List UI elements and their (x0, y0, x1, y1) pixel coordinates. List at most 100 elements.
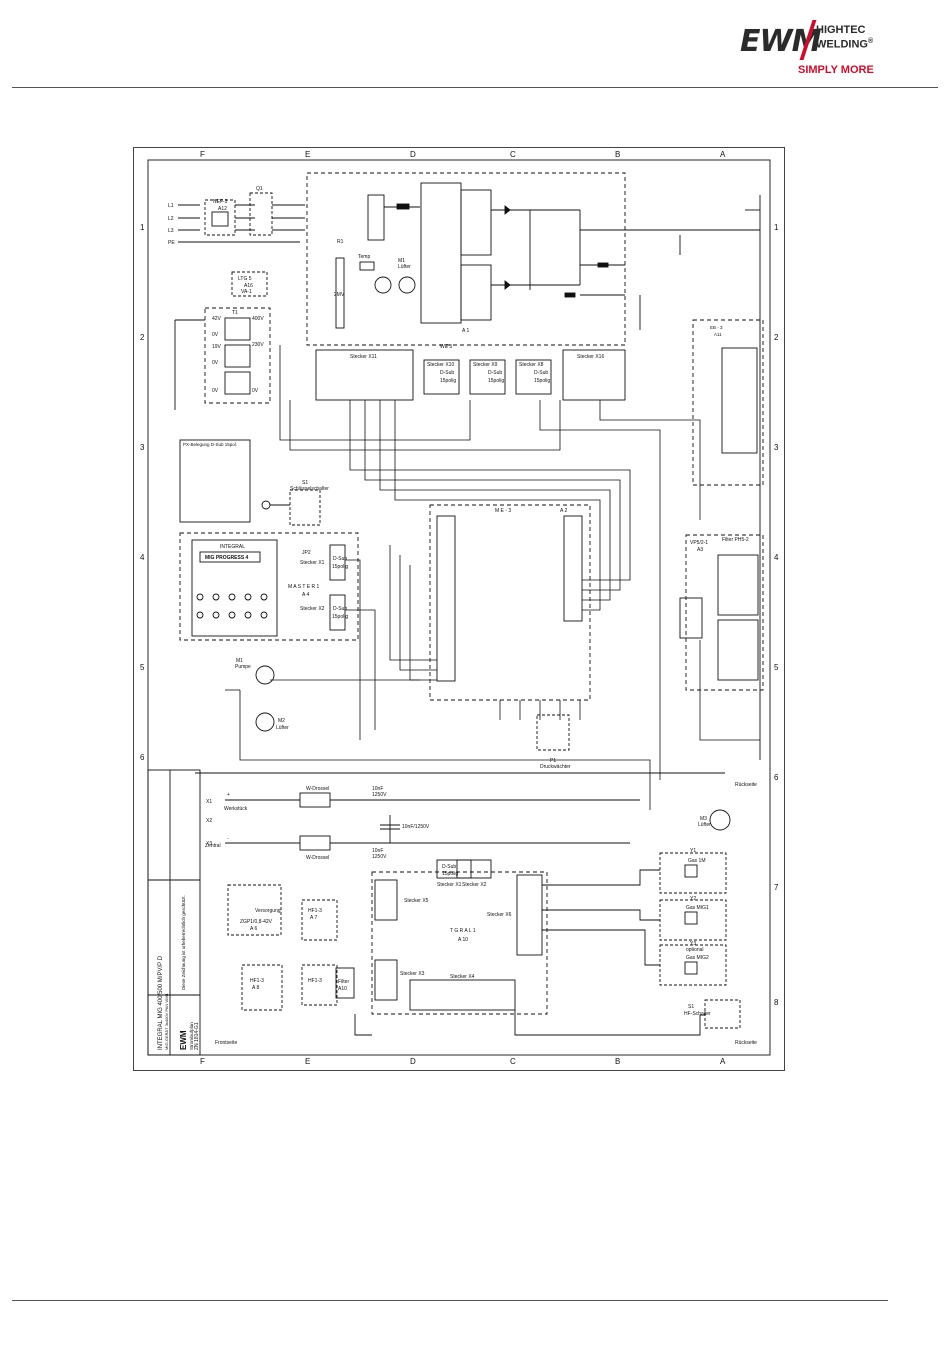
svg-text:INTEGRAL MIG 400/500 M/PV/P D: INTEGRAL MIG 400/500 M/PV/P D (158, 955, 164, 1050)
svg-text:Lüfter: Lüfter (698, 822, 711, 828)
svg-text:T1: T1 (232, 310, 238, 316)
svg-text:15polig: 15polig (442, 871, 458, 877)
hf-a9: HF1-3 (301, 964, 338, 1006)
svg-text:Stecker X6: Stecker X6 (487, 912, 512, 918)
svg-text:L2: L2 (168, 216, 174, 222)
svg-text:NEF-3: NEF-3 (213, 199, 228, 205)
svg-text:15polig: 15polig (332, 564, 348, 570)
svg-text:X1: X1 (206, 799, 212, 805)
svg-text:3: 3 (140, 443, 145, 452)
svg-text:Stecker X5: Stecker X5 (404, 898, 429, 904)
module-vp5-a3: VP5/2-1 A3 Filter PH5-2 (679, 534, 764, 691)
svg-text:D-Sub: D-Sub (488, 370, 502, 376)
svg-text:A16: A16 (244, 283, 253, 289)
filter-a10: Filter A10 (335, 967, 355, 999)
svg-text:Werkstück: Werkstück (224, 806, 248, 812)
svg-text:W-Drossel: W-Drossel (306, 855, 329, 861)
border-letters-top: F E D C B A (200, 150, 726, 159)
svg-text:LTG 5: LTG 5 (238, 276, 252, 282)
svg-text:Gas 1M: Gas 1M (688, 858, 706, 864)
svg-text:D-Sub: D-Sub (534, 370, 548, 376)
svg-text:C: C (510, 150, 516, 159)
svg-text:10nF/1250V: 10nF/1250V (402, 824, 430, 830)
key-switch-s1: S1 Schlüsselschalter (261, 480, 329, 526)
title-block: INTEGRAL MIG 400/500 M/PV/P D MIG-GERÄT … (147, 769, 201, 1056)
output-section: W-Drossel W-Drossel 10nF 1250V 10nF/1250… (195, 772, 757, 1046)
svg-text:Filter PH5-2: Filter PH5-2 (722, 537, 749, 543)
svg-text:F: F (200, 150, 205, 159)
svg-text:15polig: 15polig (488, 378, 504, 384)
svg-text:D: D (410, 1057, 416, 1066)
svg-text:Stecker X2: Stecker X2 (300, 606, 325, 612)
svg-text:A 2: A 2 (560, 508, 567, 514)
svg-text:A3: A3 (697, 547, 703, 553)
svg-text:A10: A10 (338, 986, 347, 992)
svg-text:S1: S1 (688, 1004, 694, 1010)
header-rule (12, 87, 938, 88)
svg-text:Stecker X1: Stecker X1 (437, 882, 462, 888)
svg-text:D-Sub: D-Sub (442, 864, 456, 870)
border-numbers-left: 1 2 3 4 5 6 (140, 223, 145, 762)
svg-text:400V: 400V (252, 316, 264, 322)
svg-text:D: D (410, 150, 416, 159)
svg-text:8: 8 (774, 998, 779, 1007)
svg-text:1: 1 (140, 223, 145, 232)
svg-text:2: 2 (774, 333, 779, 342)
valve-y2: Y2 Gas MIG1 (659, 896, 727, 941)
svg-text:A 10: A 10 (458, 937, 468, 943)
svg-text:Filter: Filter (338, 979, 349, 985)
svg-text:Stecker X16: Stecker X16 (577, 354, 604, 360)
logo-line1: HIGHTEC (816, 24, 866, 36)
svg-text:INTEGRAL: INTEGRAL (220, 544, 245, 550)
svg-text:A 7: A 7 (310, 915, 317, 921)
svg-text:S1: S1 (302, 480, 308, 486)
svg-text:Lüfter: Lüfter (276, 725, 289, 731)
svg-text:M3: M3 (700, 816, 707, 822)
svg-text:HF1-3: HF1-3 (308, 978, 322, 984)
svg-text:230V: 230V (252, 342, 264, 348)
svg-text:0V: 0V (212, 332, 219, 338)
svg-text:Y1: Y1 (690, 848, 696, 854)
svg-text:X3: X3 (206, 841, 212, 847)
svg-text:PX-Belegung D-Sub 15pol.: PX-Belegung D-Sub 15pol. (183, 442, 237, 447)
svg-text:B: B (615, 150, 620, 159)
valve-wiring (354, 869, 705, 1036)
svg-text:VP5/2-1: VP5/2-1 (690, 540, 708, 546)
border-letters-bottom: F E D C B A (200, 1057, 726, 1066)
transformer-t1: T1 42V 0V 19V 0V 0V 400V 230V 0V (174, 307, 271, 410)
svg-text:Stecker X3: Stecker X3 (400, 971, 425, 977)
svg-text:Rückseite: Rückseite (735, 782, 757, 788)
svg-text:19V: 19V (212, 344, 222, 350)
svg-text:5: 5 (774, 663, 779, 672)
svg-text:Pumpe: Pumpe (235, 664, 251, 670)
svg-text:Y2: Y2 (690, 896, 696, 902)
svg-text:0V: 0V (252, 388, 259, 394)
svg-text:E: E (305, 1057, 310, 1066)
svg-text:15polig: 15polig (440, 378, 456, 384)
wiring-bus (225, 345, 760, 810)
motor-m3-fan: M3 Lüfter (698, 809, 731, 831)
svg-text:Stecker X8: Stecker X8 (519, 362, 544, 368)
svg-text:D-Sub: D-Sub (333, 556, 347, 562)
svg-text:10nF: 10nF (372, 848, 383, 854)
svg-text:L3: L3 (168, 228, 174, 234)
svg-text:Stecker X1: Stecker X1 (300, 560, 325, 566)
svg-text:3: 3 (774, 443, 779, 452)
svg-text:42V: 42V (212, 316, 222, 322)
svg-text:A11: A11 (714, 332, 722, 337)
module-a1: A 1 WE 5 R1 M1 Lüfter Temp 2MV (306, 172, 626, 350)
svg-text:Diese Zeichnung ist urheberrec: Diese Zeichnung ist urheberrechtlich ges… (181, 895, 186, 990)
svg-text:A 8: A 8 (252, 985, 259, 991)
svg-text:ZN 1814-G1: ZN 1814-G1 (194, 1022, 200, 1050)
svg-text:7: 7 (774, 883, 779, 892)
inner-border (147, 159, 771, 1056)
svg-text:A 6: A 6 (250, 926, 257, 932)
svg-text:0V: 0V (212, 360, 219, 366)
valve-y3: Y3 optional Gas MIG2 (659, 941, 727, 986)
control-panel-master1: INTEGRAL MIG PROGRESS 4 M A S T E R 1 A … (179, 532, 359, 641)
svg-text:Stecker X4: Stecker X4 (450, 974, 475, 980)
svg-text:A 1: A 1 (462, 328, 469, 334)
svg-text:Rückseite: Rückseite (735, 1040, 757, 1046)
footer-rule (12, 1300, 888, 1301)
svg-text:MIG PROGRESS 4: MIG PROGRESS 4 (205, 555, 249, 561)
